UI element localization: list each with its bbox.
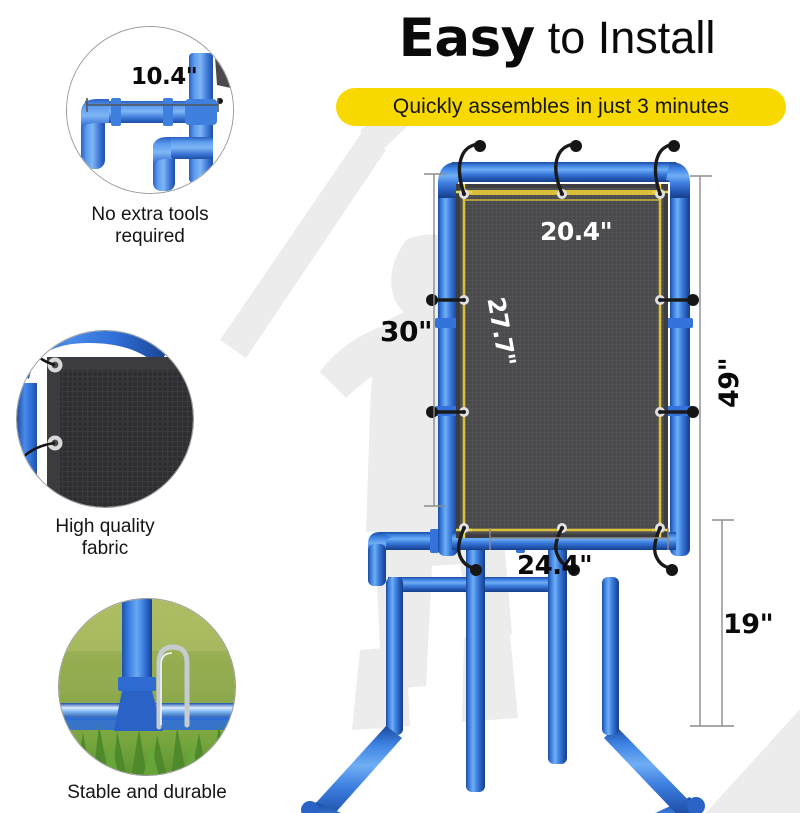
- dimension-label-49: 49": [714, 357, 745, 408]
- feature-caption: Stable and durable: [67, 782, 227, 804]
- feature-image-circle: [66, 26, 234, 194]
- feature-stable-and-durable: Stable and durable: [58, 598, 236, 803]
- feature-image-circle: [58, 598, 236, 776]
- title-rest: to Install: [547, 11, 716, 63]
- feature-caption: No extra tools required: [91, 204, 208, 249]
- caption-line-1: Stable and durable: [67, 782, 227, 803]
- net-fabric-grommet-illustration: [17, 331, 193, 507]
- feature-high-quality-fabric: High quality fabric: [16, 330, 194, 559]
- ground-stake-grass-illustration: [59, 599, 235, 775]
- pvc-elbow-joint-illustration: [67, 27, 233, 193]
- dimension-label-24-4: 24.4": [517, 551, 593, 581]
- caption-line-1: High quality: [55, 516, 155, 537]
- dimension-label-20-4: 20.4": [540, 217, 613, 246]
- title-emphasis: Easy: [398, 7, 536, 69]
- dimension-label-30: 30": [380, 315, 433, 348]
- caption-line-1: No extra tools: [91, 204, 209, 225]
- caption-line-2: fabric: [81, 538, 129, 560]
- feature-image-circle: [16, 330, 194, 508]
- dimension-label-10-4: 10.4": [131, 64, 198, 90]
- badge-label: Quickly assembles in just 3 minutes: [392, 95, 730, 118]
- assembly-time-badge: Quickly assembles in just 3 minutes: [336, 88, 786, 126]
- feature-no-extra-tools: No extra tools required: [66, 26, 234, 247]
- dimension-label-19: 19": [723, 609, 774, 640]
- caption-line-2: required: [115, 226, 185, 248]
- feature-caption: High quality fabric: [55, 516, 154, 561]
- page-title: Easy to Install: [318, 6, 796, 68]
